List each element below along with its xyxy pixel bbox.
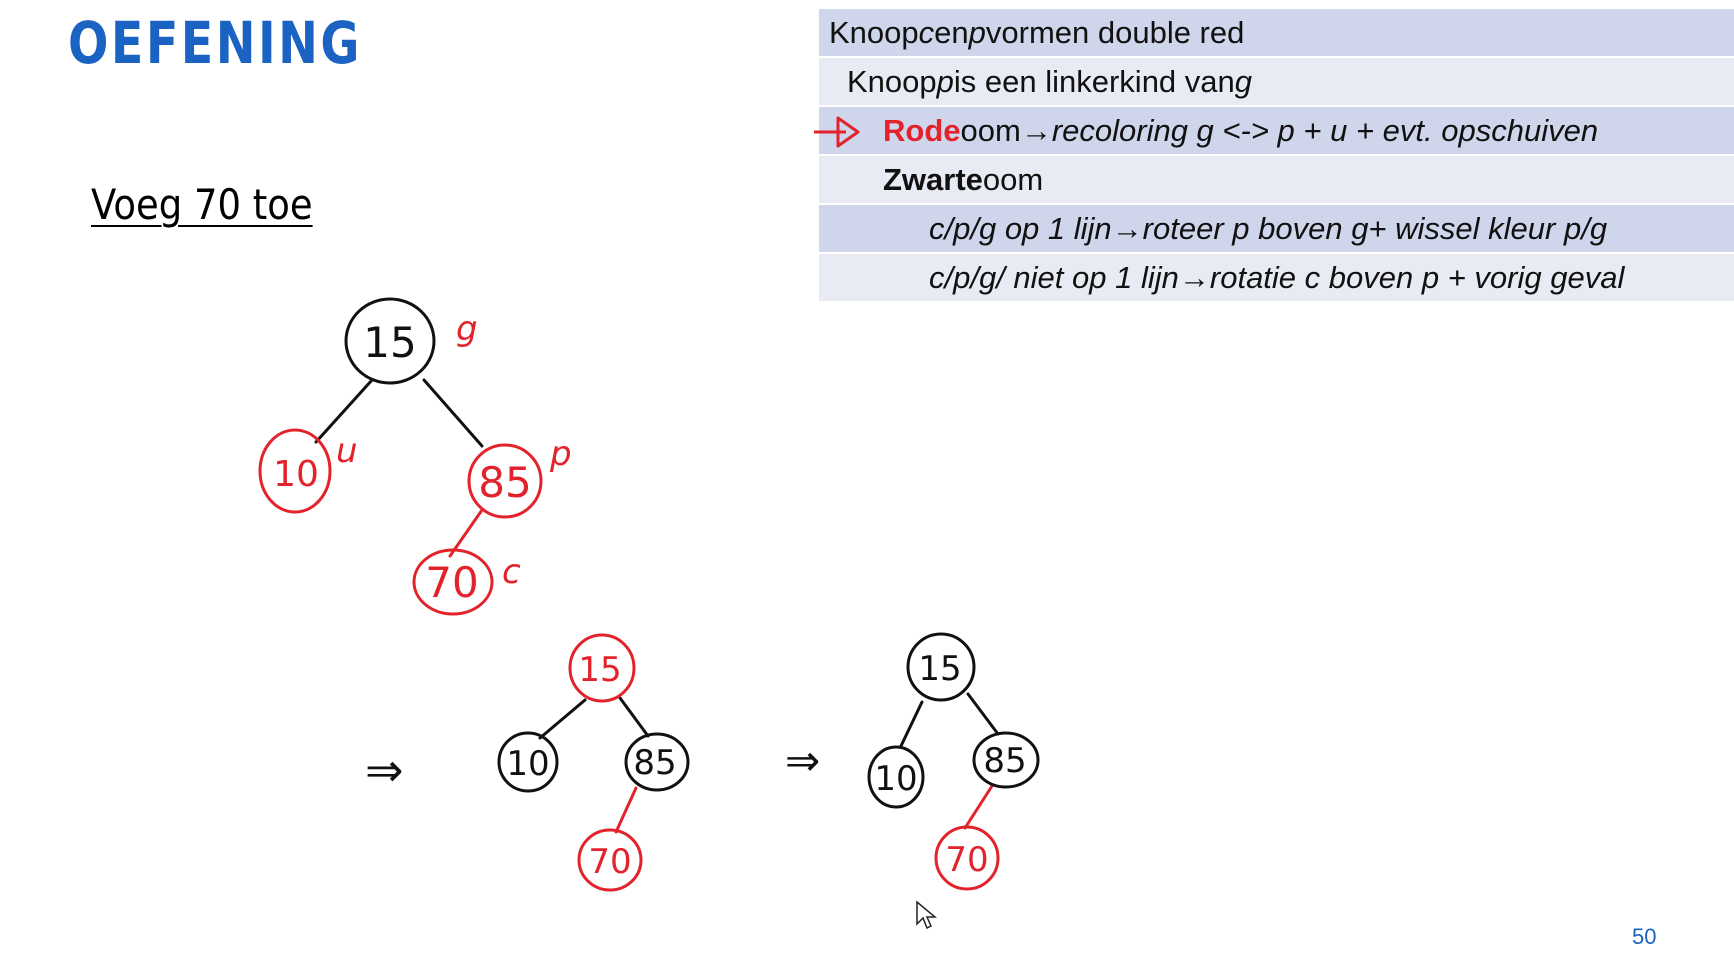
implies-arrow-icon: ⇒ <box>785 736 820 785</box>
node-child <box>934 825 1000 891</box>
rule-red-uncle: Rode oom → recoloring g <-> p + u + evt.… <box>819 107 1734 154</box>
page-number: 50 <box>1632 924 1657 949</box>
node-right-label: 85 <box>633 743 676 783</box>
node-left <box>867 745 925 809</box>
mouse-cursor-icon <box>916 900 937 930</box>
rules-table: Knoop c en p vormen double red Knoop p i… <box>819 9 1734 303</box>
slide-title: OEFENING <box>68 9 362 77</box>
node-root-label: 15 <box>918 649 961 689</box>
tree-initial <box>258 297 543 616</box>
node-child-label: 70 <box>945 840 988 880</box>
node-root-label: 15 <box>363 318 416 367</box>
node-right <box>467 443 543 519</box>
rule-double-red: Knoop c en p vormen double red <box>819 9 1734 56</box>
node-right <box>972 731 1040 789</box>
label-g: g <box>456 309 478 349</box>
node-root <box>344 297 436 385</box>
rule-black-uncle: Zwarte oom <box>819 156 1734 203</box>
implies-arrow-icon: ⇒ <box>365 743 404 797</box>
tree-final <box>867 632 1040 891</box>
node-right <box>624 732 690 792</box>
node-left-label: 10 <box>273 454 319 495</box>
node-right-label: 85 <box>478 458 531 507</box>
node-root <box>568 633 636 703</box>
label-c: c <box>502 552 521 592</box>
node-child-label: 70 <box>425 558 478 607</box>
arrow-right-icon: → <box>1178 259 1210 295</box>
arrow-right-icon: → <box>1020 112 1052 148</box>
rule-not-one-line: c/p/g/ niet op 1 lijn → rotatie c boven … <box>819 254 1734 301</box>
node-child <box>577 828 643 892</box>
rule-one-line: c/p/g op 1 lijn → roteer p boven g+ wiss… <box>819 205 1734 252</box>
node-left-label: 10 <box>506 744 549 784</box>
node-left <box>258 428 332 514</box>
node-root <box>906 632 976 702</box>
pointer-arrow-icon <box>814 116 860 148</box>
node-root-label: 15 <box>578 650 621 690</box>
label-p: p <box>549 434 572 474</box>
tree-recolored <box>497 633 690 892</box>
arrow-right-icon: → <box>1111 210 1143 246</box>
node-left <box>497 731 559 793</box>
node-right-label: 85 <box>983 741 1026 781</box>
slide-subtitle: Voeg 70 toe <box>91 180 313 229</box>
node-left-label: 10 <box>874 759 917 799</box>
node-child <box>412 548 494 616</box>
node-child-label: 70 <box>588 842 631 882</box>
rule-left-child: Knoop p is een linkerkind van g <box>819 58 1734 105</box>
label-u: u <box>336 431 358 471</box>
